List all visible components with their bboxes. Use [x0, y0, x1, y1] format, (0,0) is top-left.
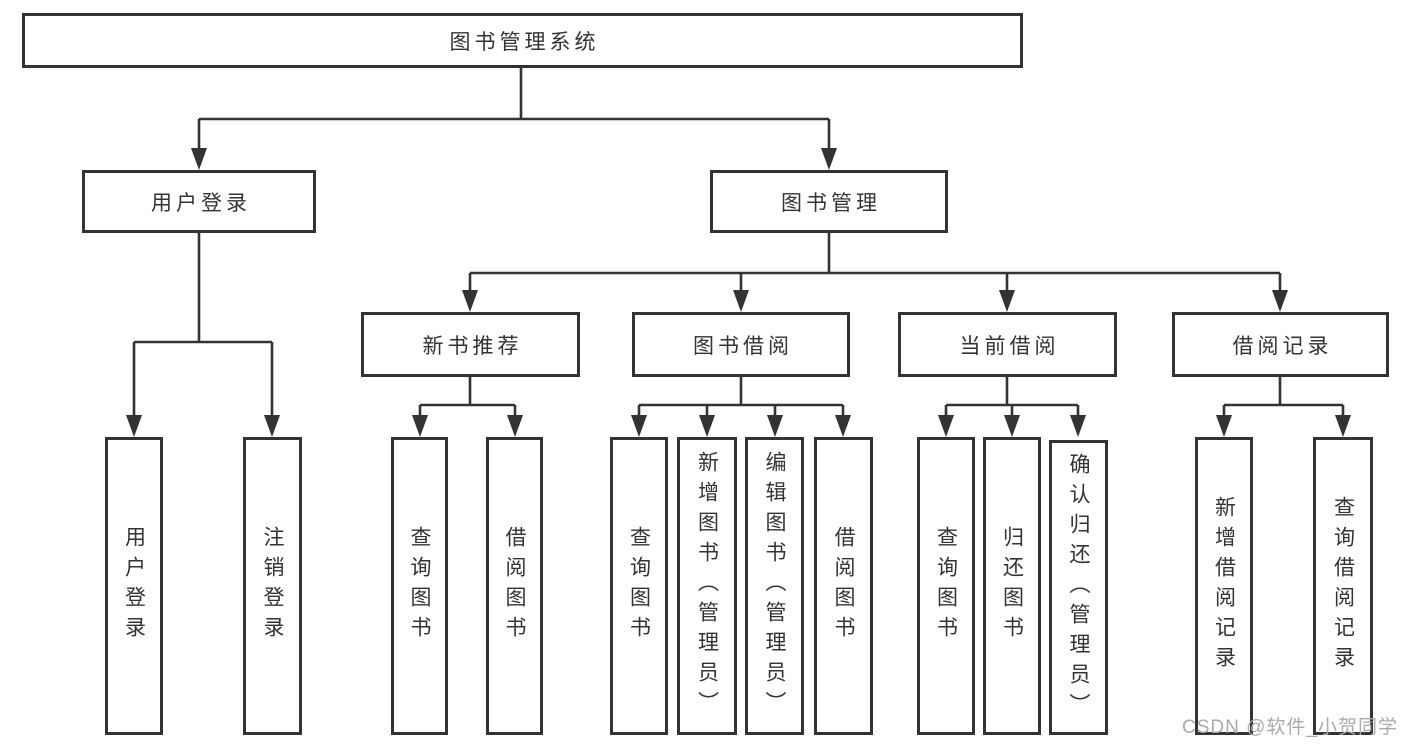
- arrowhead-icon: [462, 290, 478, 312]
- arrowhead-icon: [938, 415, 954, 437]
- arrowhead-icon: [767, 415, 783, 437]
- arrowhead-icon: [821, 148, 837, 170]
- arrowhead-icon: [999, 290, 1015, 312]
- leaf-return-book: 归还图书: [983, 437, 1041, 735]
- arrowhead-icon: [631, 415, 647, 437]
- leaf-borrow-book-recommend: 借阅图书: [486, 437, 543, 735]
- node-book-management: 图书管理: [710, 170, 948, 233]
- node-current-borrow: 当前借阅: [898, 312, 1117, 377]
- connector-borrow-records-to-leaves: [1222, 377, 1345, 420]
- leaf-logout-login: 注销登录: [243, 437, 302, 735]
- arrowhead-icon: [1004, 415, 1020, 437]
- leaf-query-book-current: 查询图书: [917, 437, 975, 735]
- leaf-confirm-return-admin: 确认归还（管理员）: [1049, 440, 1108, 735]
- arrowhead-icon: [1335, 415, 1351, 437]
- arrowhead-icon: [699, 415, 715, 437]
- connector-book-borrow-to-leaves: [637, 377, 845, 420]
- arrowhead-icon: [191, 148, 207, 170]
- node-library-management-system: 图书管理系统: [22, 13, 1023, 68]
- arrowhead-icon: [412, 415, 428, 437]
- leaf-query-borrow-record: 查询借阅记录: [1313, 437, 1373, 735]
- leaf-query-book-borrow: 查询图书: [610, 437, 668, 735]
- connector-current-borrow-to-leaves: [944, 377, 1080, 420]
- leaf-user-login: 用户登录: [105, 437, 163, 735]
- leaf-query-book-recommend: 查询图书: [391, 437, 448, 735]
- node-borrow-records: 借阅记录: [1172, 312, 1389, 377]
- leaf-edit-book-admin: 编辑图书（管理员）: [745, 437, 804, 735]
- arrowhead-icon: [733, 290, 749, 312]
- leaf-add-book-admin: 新增图书（管理员）: [677, 437, 737, 735]
- leaf-add-borrow-record: 新增借阅记录: [1195, 437, 1253, 735]
- arrowhead-icon: [126, 415, 142, 437]
- arrowhead-icon: [264, 415, 280, 437]
- arrowhead-icon: [507, 415, 523, 437]
- node-new-book-recommend: 新书推荐: [361, 312, 580, 377]
- arrowhead-icon: [1272, 290, 1288, 312]
- node-user-login: 用户登录: [82, 170, 316, 233]
- connector-user-login-to-leaves: [132, 233, 274, 420]
- node-book-borrow: 图书借阅: [632, 312, 850, 377]
- arrowhead-icon: [835, 415, 851, 437]
- leaf-borrow-book: 借阅图书: [814, 437, 873, 735]
- csdn-watermark: CSDN @软件_小贺同学: [1182, 717, 1398, 738]
- connector-book-management-to-level3: [468, 233, 1282, 294]
- arrowhead-icon: [1070, 415, 1086, 437]
- arrowhead-icon: [1216, 415, 1232, 437]
- connector-root-to-level2: [197, 68, 831, 152]
- connector-new-book-to-leaves: [418, 377, 517, 420]
